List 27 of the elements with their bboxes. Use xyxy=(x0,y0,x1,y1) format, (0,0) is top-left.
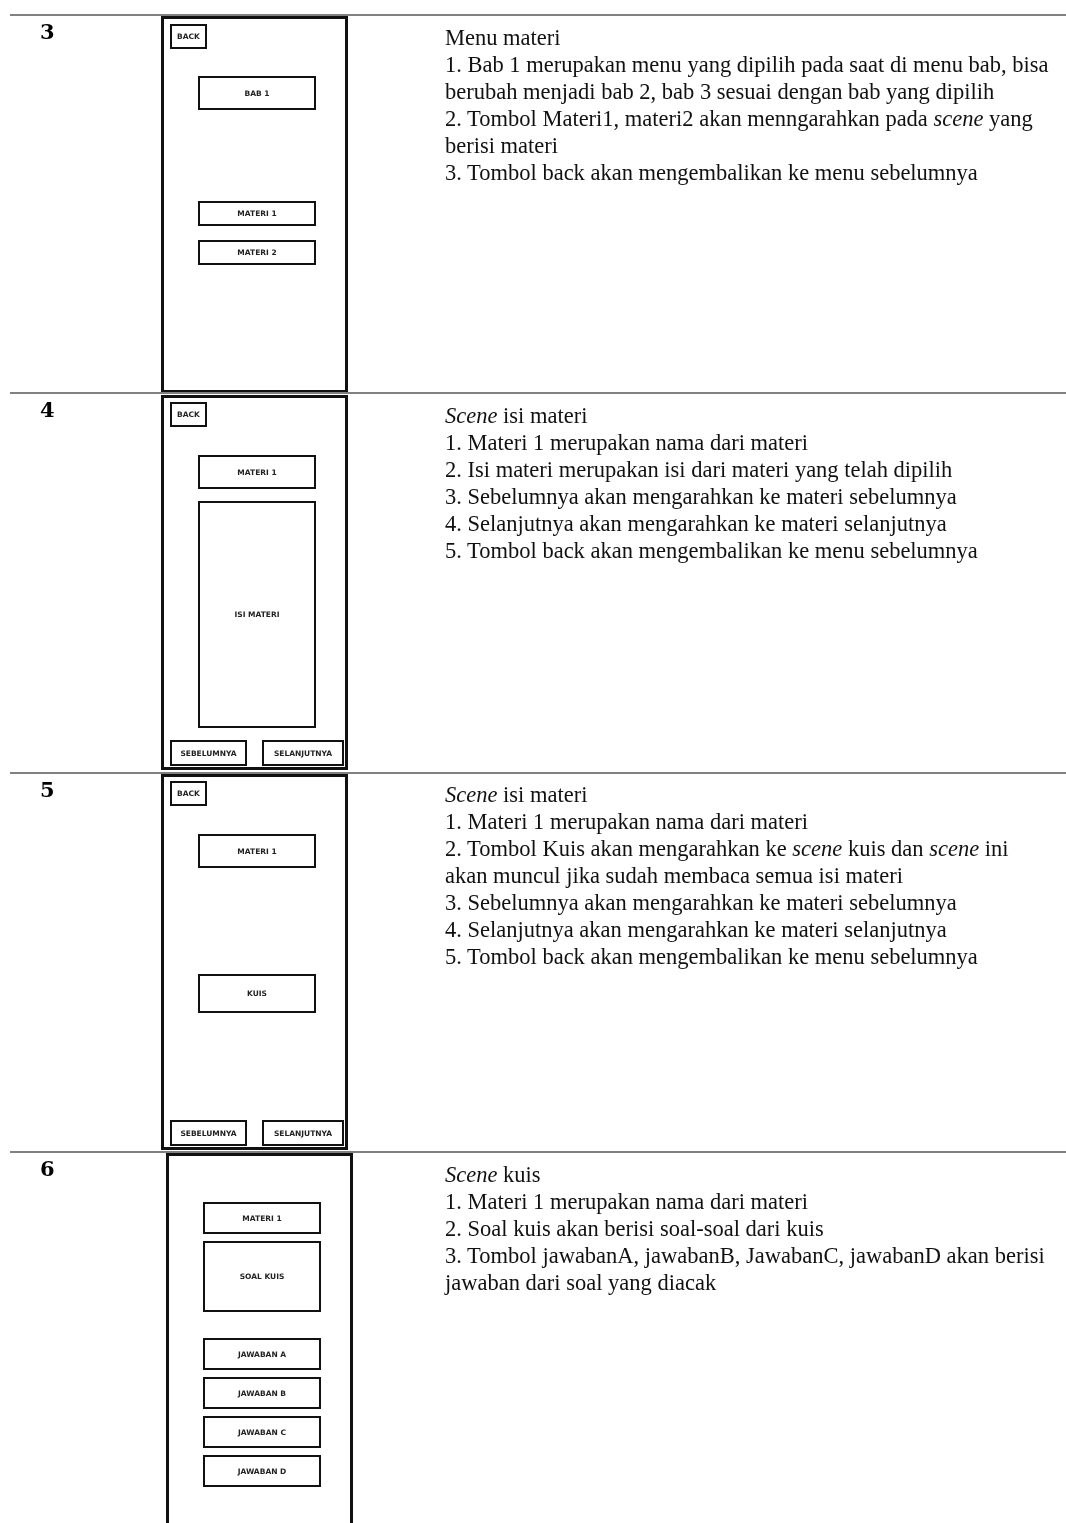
description-text: 2. Isi materi merupakan isi dari materi yang telah dipilih xyxy=(445,456,954,483)
row-number: 6 xyxy=(40,1156,55,1181)
description-text: 2. Tombol Materi1, materi2 akan menngarahkan pada scene yang berisi materi xyxy=(445,105,1034,159)
description-text: 4. Selanjutnya akan mengarahkan ke materi selanjutnya xyxy=(445,916,948,943)
description-text: 3. Sebelumnya akan mengarahkan ke materi sebelumnya xyxy=(445,889,958,916)
description-text: 3. Sebelumnya akan mengarahkan ke materi sebelumnya xyxy=(445,483,958,510)
section-heading: Scene isi materi xyxy=(445,402,589,429)
section-heading: Scene isi materi xyxy=(445,781,589,808)
description-text: 1. Materi 1 merupakan nama dari materi xyxy=(445,1188,809,1215)
description-text: 1. Materi 1 merupakan nama dari materi xyxy=(445,429,809,456)
description-text: 2. Tombol Kuis akan mengarahkan ke scene kuis dan scene ini akan muncul jika sudah membaca semua isi materi xyxy=(445,835,1010,889)
row-number: 5 xyxy=(40,777,55,802)
phone-screen-frame xyxy=(161,395,348,770)
description-text: 5. Tombol back akan mengembalikan ke menu sebelumnya xyxy=(445,537,979,564)
description-text: 3. Tombol jawabanA, jawabanB, JawabanC, jawabanD akan berisi jawaban dari soal yang diacak xyxy=(445,1242,1046,1296)
description-text: 1. Materi 1 merupakan nama dari materi xyxy=(445,808,809,835)
description-text: 2. Soal kuis akan berisi soal-soal dari kuis xyxy=(445,1215,825,1242)
row-number: 3 xyxy=(40,19,55,44)
phone-screen-frame xyxy=(166,1153,353,1523)
description-text: 5. Tombol back akan mengembalikan ke menu sebelumnya xyxy=(445,943,979,970)
phone-screen-frame xyxy=(161,16,348,393)
description-text: 3. Tombol back akan mengembalikan ke menu sebelumnya xyxy=(445,159,979,186)
phone-screen-frame xyxy=(161,774,348,1150)
description-text: 4. Selanjutnya akan mengarahkan ke materi selanjutnya xyxy=(445,510,948,537)
section-heading: Menu materi xyxy=(445,24,562,51)
row-number: 4 xyxy=(40,397,55,422)
section-heading: Scene kuis xyxy=(445,1161,542,1188)
